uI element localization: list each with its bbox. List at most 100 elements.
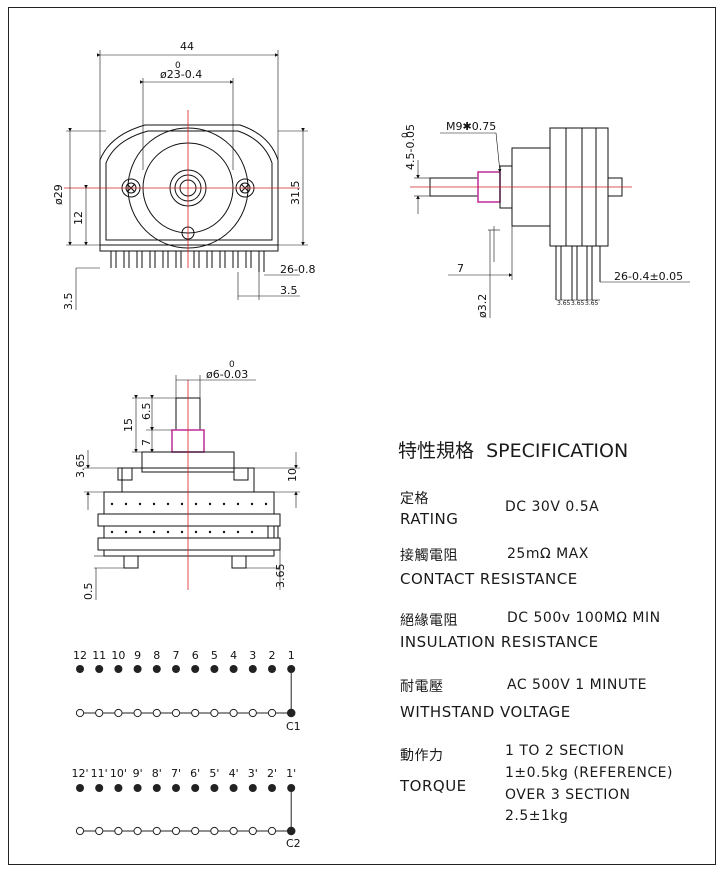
dim-pitch-a: 3.65 — [557, 300, 571, 307]
s1-position-ring — [152, 708, 161, 718]
s2-position-ring — [248, 826, 257, 836]
s1-pin-label: 5 — [211, 649, 218, 662]
side-view — [410, 127, 690, 318]
spec-title: 特性規格 SPECIFICATION — [398, 436, 628, 463]
s1-contact-dot — [248, 665, 257, 673]
s2-pin-label: 6' — [190, 767, 200, 780]
s2-pin-label: 9' — [133, 767, 143, 780]
s1-contact-dot — [191, 665, 200, 673]
s2-contact-dot — [133, 784, 142, 792]
s2-contact-dot — [76, 784, 84, 792]
s1-contact-dot — [152, 665, 161, 673]
s2-position-ring — [191, 826, 200, 836]
s1-pin-label: 1 — [288, 649, 295, 662]
s1-position-ring — [229, 708, 238, 718]
s1-position-ring — [210, 708, 219, 718]
s2-position-ring — [95, 826, 104, 836]
dim-3-65-top: 3.65 — [74, 454, 87, 479]
s1-pin-label: 2 — [269, 649, 276, 662]
s1-position-ring — [248, 708, 257, 718]
dim-4-5: 4.5-0.05 — [404, 124, 417, 170]
dim-12: 12 — [72, 211, 85, 225]
s2-pin-label: 11' — [91, 767, 108, 780]
s1-pin-label: 10 — [111, 649, 125, 662]
s1-position-ring — [191, 708, 200, 718]
dim-7-side: 7 — [457, 262, 464, 275]
s1-position-ring — [133, 708, 142, 718]
insulation-label: INSULATION RESISTANCE — [400, 633, 599, 651]
s2-contact-dot — [248, 784, 257, 792]
common-c2-label: C2 — [286, 837, 301, 850]
s1-contact-dot — [95, 665, 104, 673]
s1-contact-dot — [268, 665, 276, 673]
top-view — [64, 50, 308, 310]
front-view — [84, 375, 300, 600]
dim-pitch-c: 3.65 — [585, 300, 599, 307]
dim-44: 44 — [180, 40, 194, 53]
dim-tol: 0 — [175, 61, 181, 71]
s2-contact-dot — [210, 784, 219, 792]
s2-position-ring — [229, 826, 238, 836]
withstand-label: WITHSTAND VOLTAGE — [400, 703, 571, 721]
s2-position-ring — [114, 826, 123, 836]
dim-26-0-8: 26-0.8 — [280, 263, 315, 276]
s1-pin-label: 9 — [134, 649, 141, 662]
insulation-cjk: 絕緣電阻 — [400, 613, 458, 629]
torque-value-1: 1 TO 2 SECTION — [505, 743, 625, 759]
s1-contact-dot — [210, 665, 219, 673]
withstand-cjk: 耐電壓 — [400, 679, 444, 695]
s2-pin-label: 8' — [152, 767, 162, 780]
s1-pin-label: 12 — [73, 649, 87, 662]
torque-value-2: 1±0.5kg (REFERENCE) — [505, 765, 673, 781]
s1-contact-dot — [229, 665, 238, 673]
s1-position-ring — [75, 708, 85, 718]
dim-d29: ø29 — [52, 184, 65, 205]
s2-pin-label: 2' — [267, 767, 277, 780]
common-c1-label: C1 — [286, 720, 301, 733]
s2-pin-label: 10' — [110, 767, 127, 780]
spec-title-en: SPECIFICATION — [486, 440, 629, 462]
s2-position-ring — [75, 826, 85, 836]
dim-10: 10 — [286, 468, 299, 482]
s2-pin-label: 12' — [71, 767, 88, 780]
dim-15: 15 — [122, 418, 135, 432]
s1-pin-label: 8 — [153, 649, 160, 662]
s2-pin-label: 4' — [229, 767, 239, 780]
contact-value: 25mΩ MAX — [507, 546, 589, 562]
dim-26-0-4: 26-0.4±0.05 — [614, 270, 683, 283]
s1-position-ring — [114, 708, 123, 718]
s2-common-dot — [287, 826, 296, 836]
s1-contact-dot — [172, 665, 180, 673]
s2-pin-label: 7' — [171, 767, 181, 780]
dim-3-5-bottom: 3.5 — [62, 293, 75, 311]
contact-cjk: 接觸電阻 — [400, 548, 458, 564]
dim-d3-2: ø3.2 — [476, 294, 489, 318]
s1-position-ring — [171, 708, 181, 718]
s1-pin-label: 6 — [192, 649, 199, 662]
s2-contact-dot — [191, 784, 200, 792]
s2-pin-label: 5' — [209, 767, 219, 780]
s2-contact-dot — [152, 784, 161, 792]
dim-7-front: 7 — [140, 439, 153, 446]
drawing-sheet — [8, 7, 716, 865]
s2-contact-dot — [229, 784, 238, 792]
torque-value-3: OVER 3 SECTION — [505, 787, 631, 803]
insulation-value: DC 500v 100MΩ MIN — [507, 610, 661, 626]
s2-pin-label: 1' — [286, 767, 296, 780]
dim-3-5-pitch: 3.5 — [280, 284, 298, 297]
torque-value-4: 2.5±1kg — [505, 808, 569, 824]
s2-contact-dot — [114, 784, 123, 792]
s2-contact-dot — [95, 784, 104, 792]
torque-cjk: 動作力 — [400, 748, 444, 764]
s1-position-ring — [267, 708, 277, 718]
s1-pin-label: 3 — [249, 649, 256, 662]
s1-contact-dot — [76, 665, 84, 673]
dim-0-5: 0.5 — [82, 583, 95, 601]
s1-pin-label: 4 — [230, 649, 237, 662]
torque-label: TORQUE — [400, 777, 467, 795]
s2-contact-dot — [172, 784, 180, 792]
contact-label: CONTACT RESISTANCE — [400, 570, 578, 588]
s1-pin-label: 7 — [173, 649, 180, 662]
